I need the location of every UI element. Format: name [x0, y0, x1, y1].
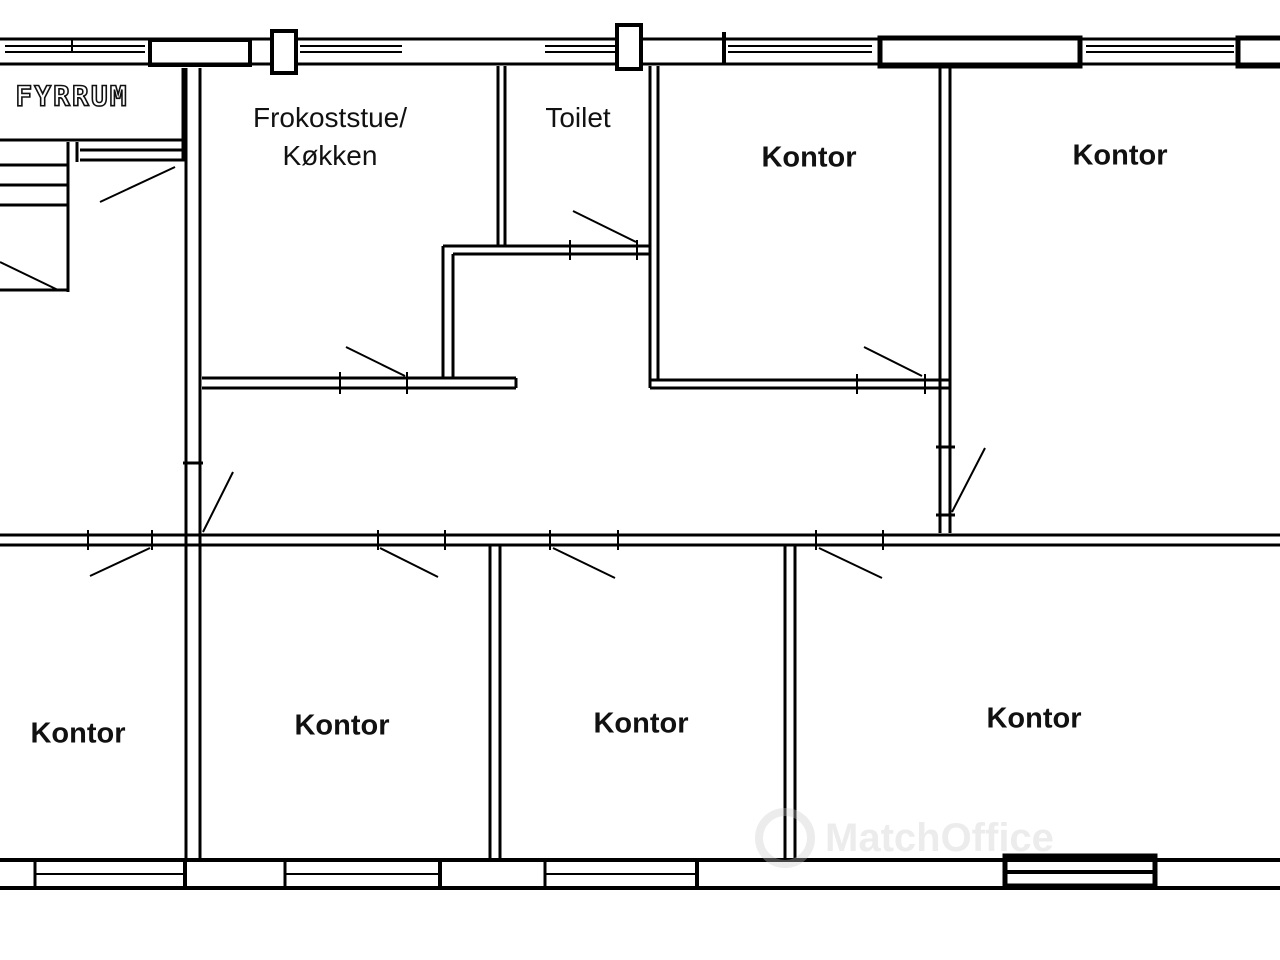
bottom-dividers [488, 545, 797, 858]
bottom-exterior-wall [0, 853, 1280, 890]
room-label-frokoststue: Frokoststue/ Køkken [253, 99, 407, 175]
room-label-kontor-top-2: Kontor [1072, 139, 1168, 172]
left-corridor-wall [183, 68, 234, 858]
room-label-kontor-bottom-1: Kontor [30, 717, 126, 750]
room-label-frokoststue-line2: Køkken [282, 140, 378, 171]
interior-walls-top [202, 66, 986, 533]
room-label-kontor-bottom-3: Kontor [593, 707, 689, 740]
watermark: MatchOffice [755, 808, 1054, 868]
watermark-logo-icon [755, 808, 815, 868]
fyrrum-walls [0, 68, 185, 292]
room-label-fyrrum: FYRRUM [15, 79, 129, 114]
room-label-kontor-bottom-2: Kontor [294, 709, 390, 742]
room-label-kontor-top-1: Kontor [761, 141, 857, 174]
watermark-text: MatchOffice [825, 815, 1054, 860]
top-exterior-wall [0, 23, 1280, 75]
room-label-kontor-bottom-4: Kontor [986, 702, 1082, 735]
middle-wall [0, 530, 1280, 579]
room-label-toilet: Toilet [545, 102, 611, 133]
room-label-frokoststue-line1: Frokoststue/ [252, 102, 408, 133]
